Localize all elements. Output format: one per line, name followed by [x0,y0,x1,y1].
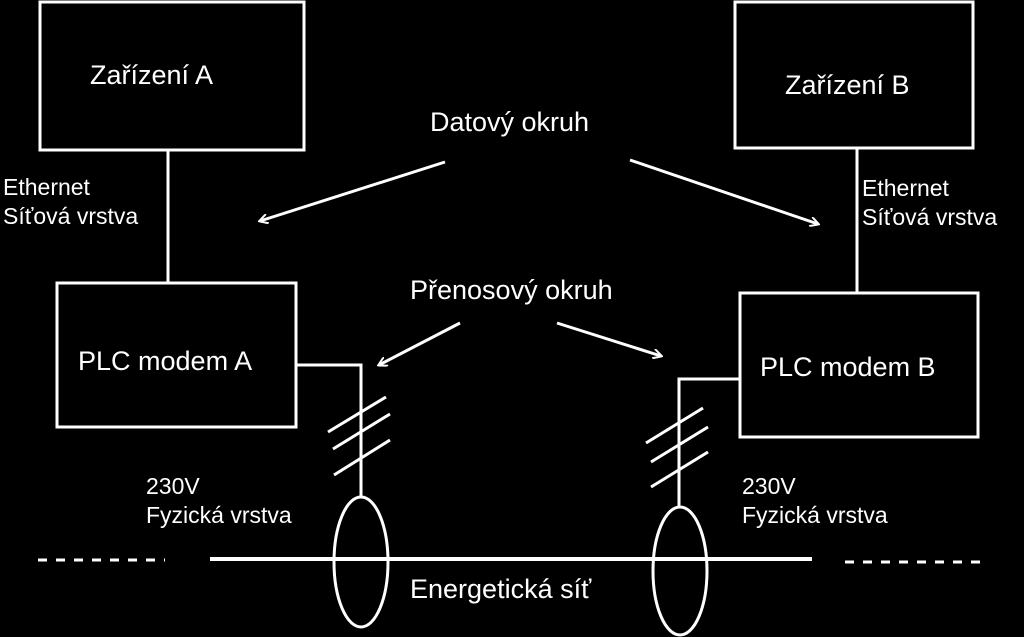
grid-label: Energetická síť [410,574,592,604]
coupler-b [651,505,709,637]
modem-a-label: PLC modem A [78,346,253,376]
transmission-circuit-label: Přenosový okruh [410,275,613,305]
modem-a-box [55,281,298,429]
coupler-a [332,495,390,629]
left-link-label: Ethernet Síťová vrstva [3,173,138,231]
left-link-line2: Síťová vrstva [3,203,139,229]
left-link-line1: Ethernet [3,174,90,200]
transmission-arrow-left [379,321,461,365]
left-power-line1: 230V [146,473,200,499]
right-power-line1: 230V [742,473,796,499]
data-arrow-right [629,158,818,224]
device-b-box [733,0,975,150]
hatch-b [645,406,709,489]
data-arrow-left [260,160,446,221]
device-a-label: Zařízení A [90,60,214,90]
device-b-label: Zařízení B [785,70,910,100]
right-link-line2: Síťová vrstva [862,204,998,230]
right-link-label: Ethernet Síťová vrstva [862,174,997,232]
power-lead-b [677,377,740,507]
left-power-line2: Fyzická vrstva [146,502,292,528]
right-link-line1: Ethernet [862,175,949,201]
modem-b-label: PLC modem B [760,352,936,382]
device-a-box [38,0,306,152]
power-lead-a [296,363,363,497]
modem-b-box [738,291,980,439]
right-power-label: 230V Fyzická vrstva [742,472,888,530]
right-power-line2: Fyzická vrstva [742,502,888,528]
hatch-a [327,395,391,477]
data-circuit-label: Datový okruh [430,107,590,137]
transmission-arrow-right [556,321,661,356]
left-power-label: 230V Fyzická vrstva [146,472,292,530]
